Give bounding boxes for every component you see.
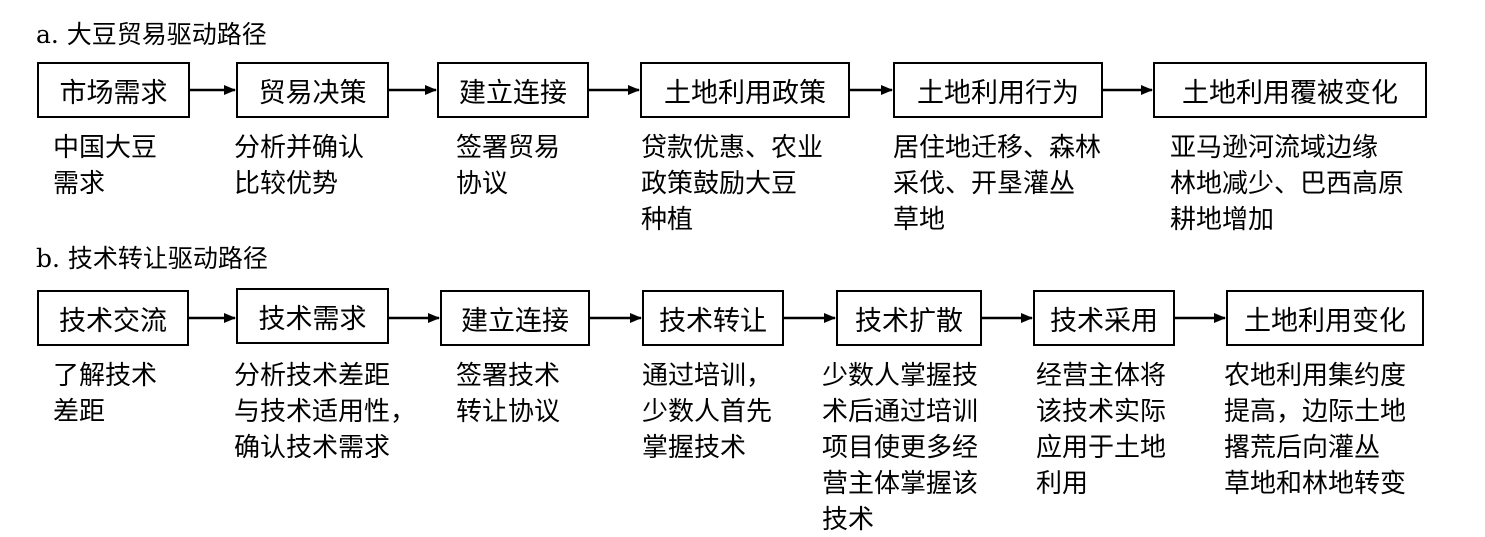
a-step-box-land-cover-change: 土地利用覆被变化 [1153, 62, 1427, 118]
b-step-box-establish-connection: 建立连接 [440, 290, 590, 346]
section-b-title: b. 技术转让驱动路径 [36, 244, 268, 273]
a-step-desc-land-use-behavior: 居住地迁移、森林 采伐、开垦灌丛 草地 [893, 133, 1102, 235]
a-step-desc-land-use-policy: 贷款优惠、农业 政策鼓励大豆 种植 [641, 133, 824, 235]
b-step-box-tech-exchange: 技术交流 [37, 290, 189, 346]
a-step-box-market-demand: 市场需求 [37, 62, 190, 118]
b-step-box-tech-adoption: 技术采用 [1033, 290, 1175, 346]
b-step-desc-tech-diffusion: 少数人掌握技 术后通过培训 项目使更多经 营主体掌握该 技术 [822, 361, 979, 535]
a-step-box-land-use-behavior: 土地利用行为 [893, 62, 1103, 118]
b-step-desc-tech-exchange: 了解技术 差距 [53, 361, 158, 427]
a-step-box-land-use-policy: 土地利用政策 [640, 62, 850, 118]
b-step-box-tech-diffusion: 技术扩散 [836, 290, 982, 346]
a-step-box-trade-decision: 贸易决策 [236, 62, 389, 118]
b-step-desc-tech-adoption: 经营主体将 该技术实际 应用于土地 利用 [1036, 361, 1167, 499]
b-step-box-tech-transfer: 技术转让 [642, 290, 784, 346]
b-step-box-land-use-change: 土地利用变化 [1226, 290, 1424, 346]
b-step-desc-tech-transfer: 通过培训， 少数人首先 掌握技术 [642, 361, 773, 463]
b-step-box-tech-demand: 技术需求 [236, 288, 389, 344]
b-step-desc-establish-connection: 签署技术 转让协议 [456, 361, 561, 427]
a-step-box-establish-connection: 建立连接 [437, 62, 589, 118]
a-step-desc-market-demand: 中国大豆 需求 [53, 133, 158, 199]
a-step-desc-land-cover-change: 亚马逊河流域边缘 林地减少、巴西高原 耕地增加 [1170, 133, 1405, 235]
a-step-desc-establish-connection: 签署贸易 协议 [456, 133, 561, 199]
b-step-desc-tech-demand: 分析技术差距 与技术适用性， 确认技术需求 [234, 361, 417, 463]
b-step-desc-land-use-change: 农地利用集约度 提高，边际土地 撂荒后向灌丛 草地和林地转变 [1224, 361, 1407, 499]
section-a-title: a. 大豆贸易驱动路径 [36, 20, 267, 49]
a-step-desc-trade-decision: 分析并确认 比较优势 [234, 133, 365, 199]
